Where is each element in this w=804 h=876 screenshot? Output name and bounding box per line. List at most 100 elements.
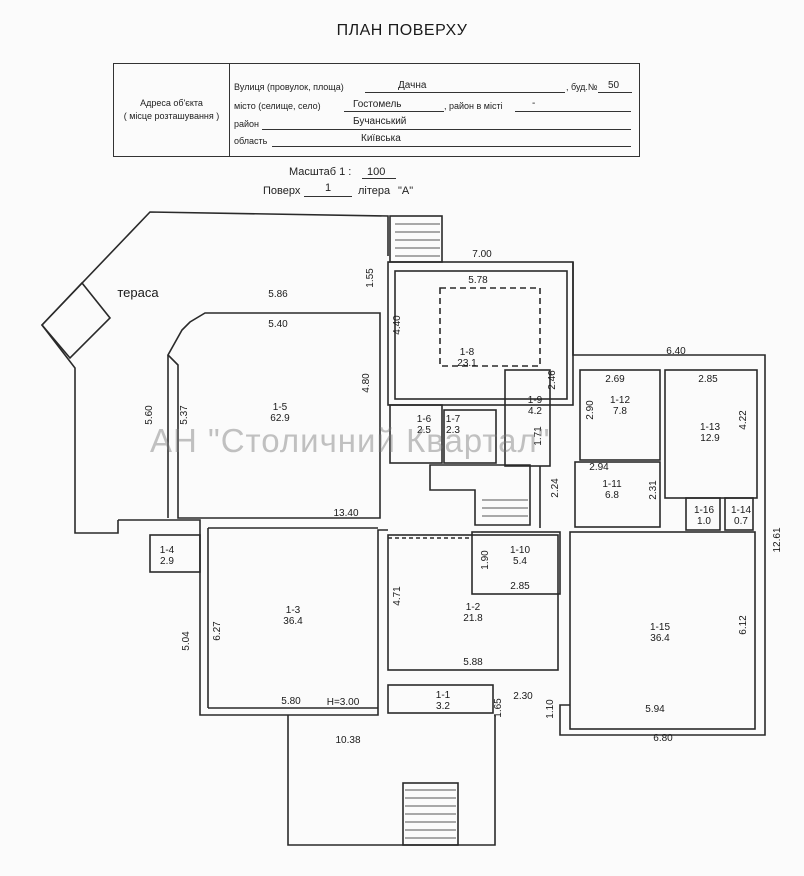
dimension-label: 1.10	[545, 699, 556, 719]
city-district-value: -	[532, 98, 536, 109]
scale-label: Масштаб 1 :	[289, 166, 352, 178]
district-label: район	[234, 119, 260, 129]
scale-underline	[362, 178, 396, 179]
room-area-1-7: 2.3	[446, 425, 460, 436]
height-label: Н=3.00	[327, 697, 360, 708]
room-area-1-10: 5.4	[513, 556, 527, 567]
room-area-1-3: 36.4	[283, 616, 303, 627]
room-1-4-outline	[149, 534, 201, 573]
house-value: 50	[608, 80, 620, 91]
room-1-9-outline	[504, 369, 551, 467]
street-underline	[365, 92, 565, 93]
room-1-15-outline	[569, 531, 756, 730]
terrace-stairs	[40, 281, 112, 360]
room-1-5-outline	[167, 312, 381, 519]
scale-value: 100	[367, 166, 386, 178]
dimension-label: 7.00	[472, 249, 492, 260]
room-id-1-12: 1-12	[610, 395, 630, 406]
letter-label: літера	[358, 185, 391, 197]
room-id-1-7: 1-7	[446, 414, 461, 425]
room-id-1-8: 1-8	[460, 347, 475, 358]
stairs-top	[389, 215, 443, 263]
dimension-label: 2.69	[605, 374, 625, 385]
city-value: Гостомель	[353, 99, 402, 110]
city-district-underline	[515, 111, 631, 112]
letter-value: "А"	[398, 185, 414, 197]
room-area-1-16: 1.0	[697, 516, 711, 527]
dimension-label: 5.40	[268, 319, 288, 330]
terrace-label: тераса	[117, 285, 159, 300]
dimension-label: 1.90	[480, 550, 491, 570]
dimension-label: 5.86	[268, 289, 288, 300]
dimension-label: 6.12	[738, 615, 749, 635]
dimension-label: 5.60	[144, 405, 155, 425]
room-area-1-9: 4.2	[528, 406, 542, 417]
room-1-16-outline	[685, 497, 721, 531]
dimension-label: 2.90	[585, 400, 596, 420]
terrace-outline	[40, 211, 389, 534]
dimension-label: 6.80	[653, 733, 673, 744]
room-id-1-1: 1-1	[436, 690, 451, 701]
floor-label: Поверх	[263, 185, 301, 197]
dimension-label: 2.46	[547, 370, 558, 390]
room-area-1-14: 0.7	[734, 516, 748, 527]
room-area-1-2: 21.8	[463, 613, 483, 624]
room-1-11-outline	[574, 461, 661, 528]
room-area-1-1: 3.2	[436, 701, 450, 712]
city-district-label: , район в місті	[444, 101, 503, 111]
room-id-1-11: 1-11	[602, 479, 622, 490]
city-label: місто (селище, село)	[234, 101, 321, 111]
room-1-6-outline	[389, 404, 443, 464]
dimension-label: 4.71	[392, 586, 403, 606]
dimension-label: 6.40	[666, 346, 686, 357]
room-1-1-outline	[387, 684, 494, 714]
dimension-label: 5.37	[179, 405, 190, 425]
region-label: область	[234, 136, 268, 146]
dimension-label: 1.55	[365, 268, 376, 288]
city-underline	[344, 111, 444, 112]
room-1-10-outline	[471, 531, 561, 595]
house-label: , буд.№	[566, 82, 598, 92]
room-id-1-14: 1-14	[731, 505, 751, 516]
address-label-cell: Адреса об'єкта ( місце розташування )	[114, 64, 230, 156]
region-underline	[272, 146, 631, 147]
room-area-1-11: 6.8	[605, 490, 619, 501]
dimension-label: 2.85	[510, 581, 530, 592]
room-id-1-3: 1-3	[286, 605, 301, 616]
stair-treads	[395, 223, 528, 839]
room-area-1-12: 7.8	[613, 406, 627, 417]
room-area-1-4: 2.9	[160, 556, 174, 567]
room-id-1-5: 1-5	[273, 402, 288, 413]
room-1-12-outline	[579, 369, 661, 461]
district-value: Бучанський	[353, 116, 407, 127]
room-id-1-15: 1-15	[650, 622, 670, 633]
dimension-label: 2.85	[698, 374, 718, 385]
street-value: Дачна	[398, 80, 427, 91]
plan-walls	[40, 211, 766, 846]
floor-value: 1	[325, 182, 332, 194]
room-1-7-outline	[443, 409, 497, 464]
dimension-label: 5.80	[281, 696, 301, 707]
room-area-1-5: 62.9	[270, 413, 290, 424]
room-id-1-9: 1-9	[528, 395, 543, 406]
dimension-label: 4.80	[361, 373, 372, 393]
dimension-label: 2.24	[550, 478, 561, 498]
dimension-label: 1.71	[533, 426, 544, 446]
dimension-label: 10.38	[335, 735, 360, 746]
house-underline	[598, 92, 632, 93]
dimension-label: 5.88	[463, 657, 483, 668]
floor-underline	[304, 196, 352, 197]
address-table: Адреса об'єкта ( місце розташування )	[113, 63, 640, 157]
right-outer	[559, 262, 766, 736]
dimension-label: 1.65	[493, 698, 504, 718]
room-id-1-10: 1-10	[510, 545, 530, 556]
room-id-1-13: 1-13	[700, 422, 720, 433]
room-1-14-outline	[724, 497, 754, 531]
address-label: Адреса об'єкта	[140, 98, 203, 108]
room-1-2-outline	[387, 534, 559, 671]
room-1-3-outline	[118, 519, 388, 716]
page-title: ПЛАН ПОВЕРХУ	[336, 22, 468, 39]
room-id-1-4: 1-4	[160, 545, 175, 556]
room-area-1-15: 36.4	[650, 633, 670, 644]
